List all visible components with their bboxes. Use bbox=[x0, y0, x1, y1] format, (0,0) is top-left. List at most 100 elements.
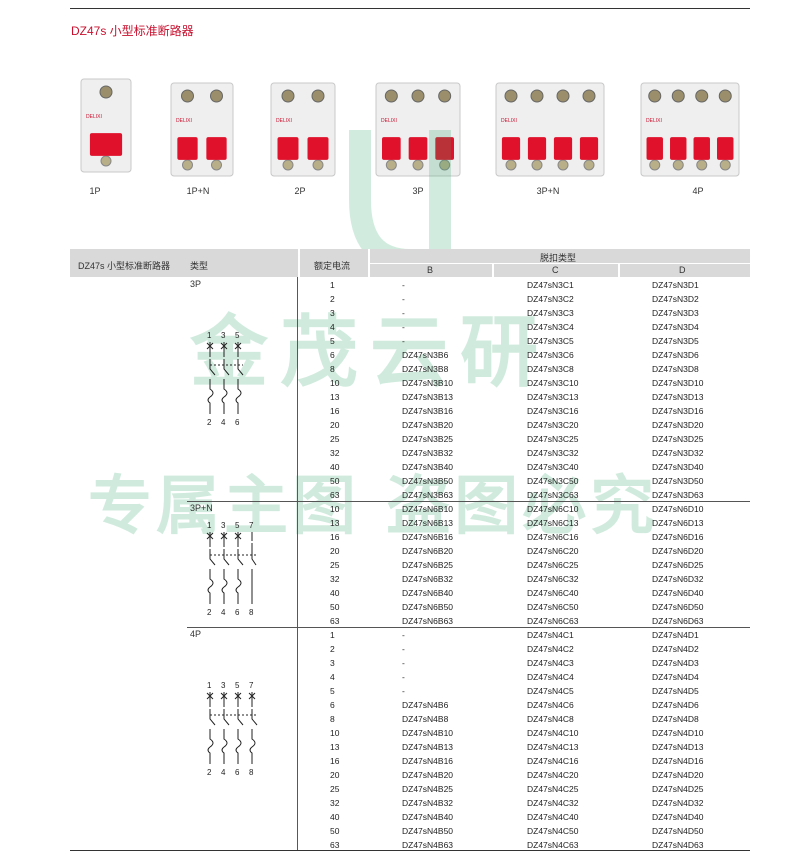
group-type-label: 4P bbox=[190, 629, 202, 639]
group-separator bbox=[187, 627, 750, 628]
cell-rated-current: 25 bbox=[330, 560, 340, 570]
pole-symbol bbox=[206, 692, 216, 764]
breaker-image-5: DELIXI bbox=[495, 82, 605, 177]
header-trip-d: D bbox=[679, 265, 686, 275]
cell-model-c: DZ47sN4C4 bbox=[527, 672, 574, 682]
cell-model-b: - bbox=[402, 630, 405, 640]
cell-rated-current: 63 bbox=[330, 616, 340, 626]
pole-symbol bbox=[251, 532, 257, 604]
cell-model-d: DZ47sN4D5 bbox=[652, 686, 699, 696]
cell-model-b: DZ47sN6B16 bbox=[402, 532, 454, 542]
cell-model-d: DZ47sN3D63 bbox=[652, 490, 704, 500]
cell-model-b: DZ47sN4B32 bbox=[402, 798, 454, 808]
cell-model-d: DZ47sN6D10 bbox=[652, 504, 704, 514]
pole-symbol bbox=[220, 532, 230, 604]
terminal-label-bottom: 6 bbox=[235, 768, 240, 777]
cell-model-c: DZ47sN4C63 bbox=[527, 840, 579, 850]
cell-model-b: DZ47sN6B20 bbox=[402, 546, 454, 556]
terminal-label-top: 7 bbox=[249, 681, 254, 690]
cell-rated-current: 4 bbox=[330, 322, 335, 332]
cell-rated-current: 10 bbox=[330, 378, 340, 388]
terminal-label-bottom: 8 bbox=[249, 608, 254, 617]
cell-model-d: DZ47sN6D40 bbox=[652, 588, 704, 598]
product-label: 3P+N bbox=[536, 186, 560, 196]
cell-model-d: DZ47sN4D25 bbox=[652, 784, 704, 794]
cell-rated-current: 5 bbox=[330, 686, 335, 696]
terminal-label-top: 3 bbox=[221, 521, 226, 530]
cell-rated-current: 16 bbox=[330, 532, 340, 542]
breaker-image-6: DELIXI bbox=[640, 82, 740, 177]
terminal-label-bottom: 2 bbox=[207, 768, 212, 777]
cell-rated-current: 13 bbox=[330, 742, 340, 752]
cell-model-b: DZ47sN4B10 bbox=[402, 728, 454, 738]
cell-model-c: DZ47sN3C16 bbox=[527, 406, 579, 416]
cell-model-b: DZ47sN6B25 bbox=[402, 560, 454, 570]
cell-model-b: DZ47sN4B50 bbox=[402, 826, 454, 836]
cell-model-d: DZ47sN6D13 bbox=[652, 518, 704, 528]
terminal-label-bottom: 2 bbox=[207, 608, 212, 617]
cell-model-b: DZ47sN3B6 bbox=[402, 350, 449, 360]
cell-model-b: DZ47sN3B50 bbox=[402, 476, 454, 486]
cell-model-c: DZ47sN4C3 bbox=[527, 658, 574, 668]
header-trip: 脱扣类型 bbox=[540, 253, 577, 263]
cell-model-c: DZ47sN3C5 bbox=[527, 336, 574, 346]
cell-model-c: DZ47sN6C25 bbox=[527, 560, 579, 570]
cell-model-d: DZ47sN4D16 bbox=[652, 756, 704, 766]
cell-model-b: DZ47sN4B40 bbox=[402, 812, 454, 822]
cell-model-c: DZ47sN3C20 bbox=[527, 420, 579, 430]
group-separator bbox=[187, 501, 750, 502]
brand-logo-text: DELIXI bbox=[646, 118, 662, 124]
cell-model-c: DZ47sN4C50 bbox=[527, 826, 579, 836]
cell-model-c: DZ47sN4C2 bbox=[527, 644, 574, 654]
cell-model-c: DZ47sN3C1 bbox=[527, 280, 574, 290]
cell-model-b: - bbox=[402, 308, 405, 318]
cell-model-c: DZ47sN4C20 bbox=[527, 770, 579, 780]
breaker-image-3: DELIXI bbox=[270, 82, 336, 177]
cell-rated-current: 20 bbox=[330, 420, 340, 430]
cell-model-d: DZ47sN3D2 bbox=[652, 294, 699, 304]
terminal-label-bottom: 8 bbox=[249, 768, 254, 777]
header-trip-c: C bbox=[552, 265, 559, 275]
product-label: 3P bbox=[412, 186, 424, 196]
cell-model-b: DZ47sN3B32 bbox=[402, 448, 454, 458]
cell-rated-current: 2 bbox=[330, 294, 335, 304]
cell-rated-current: 32 bbox=[330, 448, 340, 458]
product-label: 1P+N bbox=[186, 186, 210, 196]
brand-logo-text: DELIXI bbox=[501, 118, 517, 124]
cell-model-b: DZ47sN6B50 bbox=[402, 602, 454, 612]
top-rule bbox=[70, 8, 750, 9]
cell-model-d: DZ47sN3D3 bbox=[652, 308, 699, 318]
cell-model-d: DZ47sN4D8 bbox=[652, 714, 699, 724]
cell-model-b: DZ47sN4B25 bbox=[402, 784, 454, 794]
cell-model-c: DZ47sN4C5 bbox=[527, 686, 574, 696]
terminal-label-top: 3 bbox=[221, 331, 226, 340]
header-current: 额定电流 bbox=[314, 261, 351, 271]
cell-rated-current: 13 bbox=[330, 518, 340, 528]
cell-rated-current: 20 bbox=[330, 770, 340, 780]
cell-model-d: DZ47sN3D5 bbox=[652, 336, 699, 346]
cell-model-d: DZ47sN4D50 bbox=[652, 826, 704, 836]
header-col-sep bbox=[618, 264, 620, 277]
cell-model-d: DZ47sN4D13 bbox=[652, 742, 704, 752]
cell-model-b: DZ47sN3B10 bbox=[402, 378, 454, 388]
cell-model-d: DZ47sN3D6 bbox=[652, 350, 699, 360]
cell-model-d: DZ47sN6D63 bbox=[652, 616, 704, 626]
cell-rated-current: 25 bbox=[330, 784, 340, 794]
cell-rated-current: 5 bbox=[330, 336, 335, 346]
terminal-label-top: 5 bbox=[235, 331, 240, 340]
pole-symbol bbox=[234, 532, 244, 604]
header-col-sep bbox=[492, 264, 494, 277]
terminal-label-bottom: 4 bbox=[221, 768, 226, 777]
cell-model-c: DZ47sN3C10 bbox=[527, 378, 579, 388]
brand-logo-text: DELIXI bbox=[176, 118, 192, 124]
header-col-sep bbox=[368, 249, 370, 277]
breaker-image-4: DELIXI bbox=[375, 82, 461, 177]
terminal-label-top: 7 bbox=[249, 521, 254, 530]
cell-model-b: DZ47sN3B20 bbox=[402, 420, 454, 430]
cell-model-d: DZ47sN4D6 bbox=[652, 700, 699, 710]
cell-rated-current: 40 bbox=[330, 588, 340, 598]
pole-symbol bbox=[206, 342, 216, 414]
pole-symbol bbox=[220, 342, 230, 414]
cell-model-b: DZ47sN4B13 bbox=[402, 742, 454, 752]
